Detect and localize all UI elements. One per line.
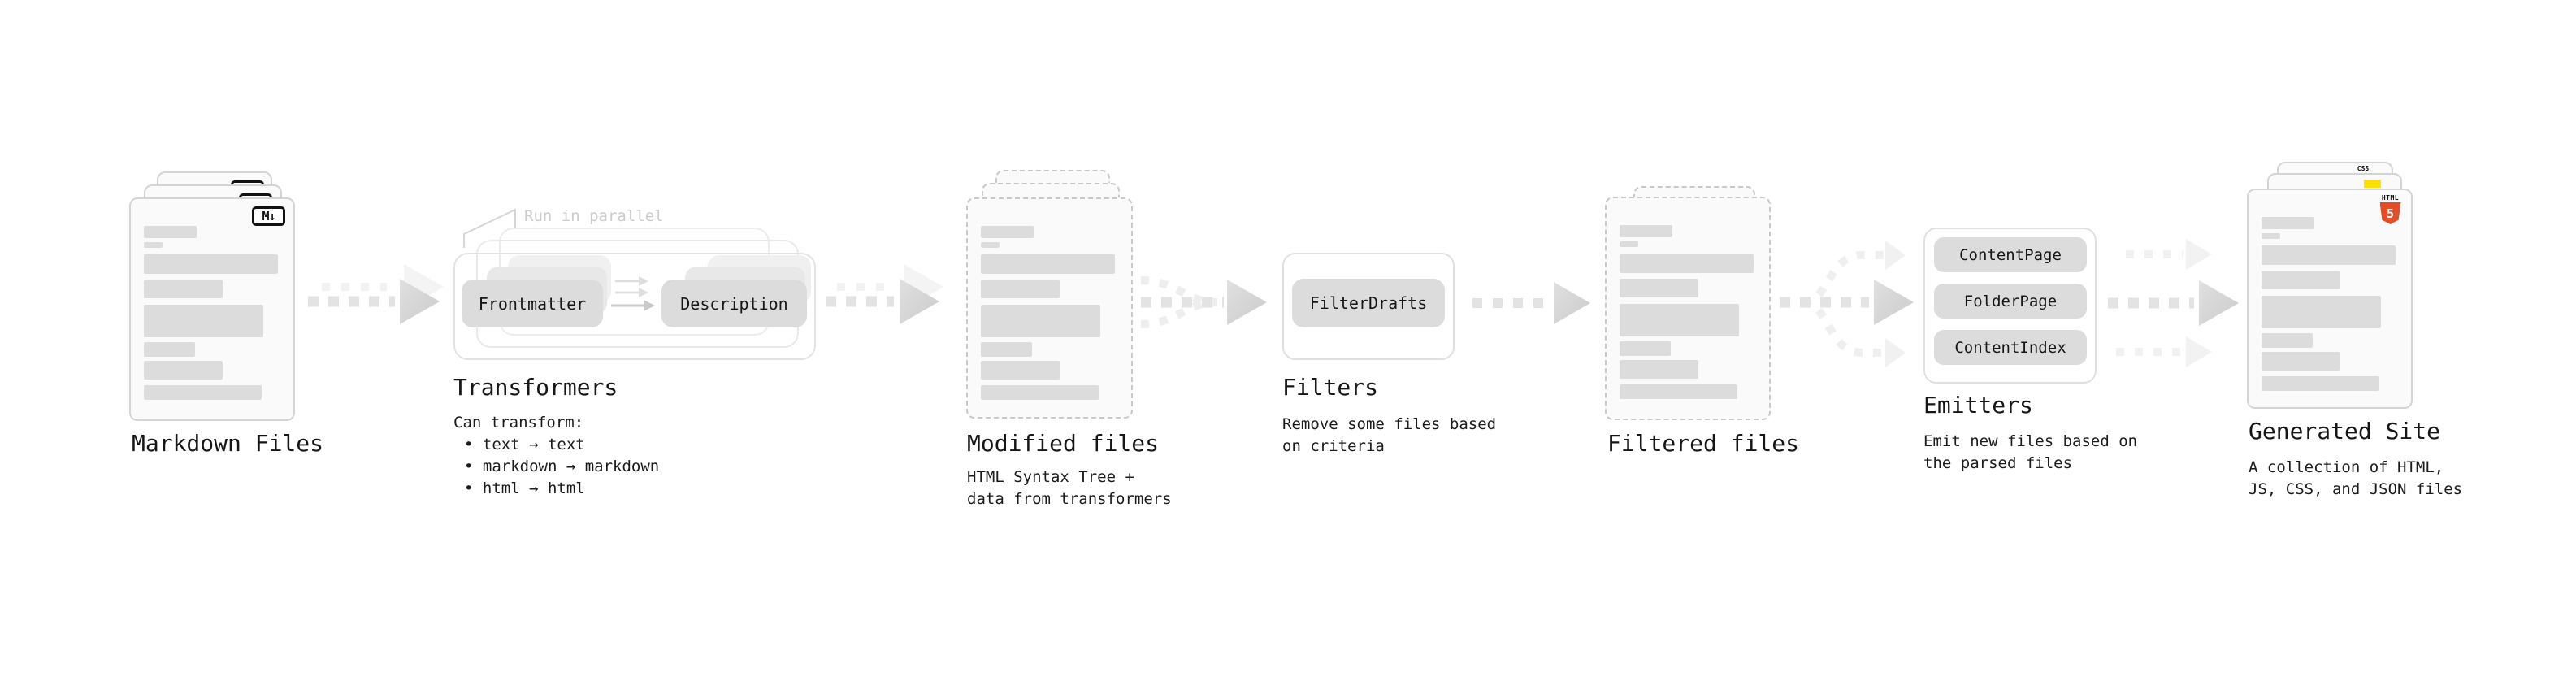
text-placeholder-bar: [981, 361, 1060, 380]
emitter-content-page-box: ContentPage: [1934, 237, 2087, 272]
arrow-modified-to-filters-merge: [1140, 276, 1267, 328]
site-file-card-front: HTML 5: [2247, 189, 2413, 409]
emitters-description: Emit new files based on the parsed files: [1923, 432, 2138, 472]
modified-file-card-front: [966, 197, 1133, 419]
text-placeholder-bar: [2262, 296, 2381, 328]
transformers-bullet-list: • text → text • markdown → markdown • html…: [453, 434, 659, 500]
run-in-parallel-annotation: Run in parallel: [524, 207, 664, 225]
text-placeholder-bar: [981, 226, 1034, 238]
generated-site-label: Generated Site: [2249, 418, 2441, 445]
transformer-capability-item: • text → text: [464, 436, 585, 453]
text-placeholder-bar: [144, 226, 197, 238]
markdown-icon: M↓: [252, 206, 285, 226]
transformer-capability-item: • html → html: [464, 479, 585, 497]
filtered-files-label: Filtered files: [1607, 430, 1800, 457]
modified-files-label: Modified files: [967, 430, 1160, 457]
emitters-heading: Emitters: [1923, 392, 2033, 419]
generated-site-description: A collection of HTML, JS, CSS, and JSON …: [2249, 458, 2463, 498]
arrow-transformers-to-modified: [826, 264, 943, 324]
js-file-icon: [2364, 180, 2381, 188]
text-placeholder-bar: [1620, 225, 1672, 237]
emitter-folder-page-box: FolderPage: [1934, 284, 2087, 319]
arrows-emitters-to-site: [2108, 239, 2239, 367]
text-placeholder-bar: [1620, 304, 1739, 336]
emitters-frame: [1923, 228, 2097, 384]
text-placeholder-bar: [2262, 217, 2314, 229]
markdown-file-card-front: M↓: [129, 197, 295, 421]
text-placeholder-bar: [144, 342, 195, 357]
text-placeholder-bar: [981, 342, 1032, 357]
text-placeholder-bar: [144, 254, 278, 274]
text-placeholder-bar: [1620, 384, 1737, 399]
text-placeholder-bar: [981, 254, 1115, 274]
transformers-description-title: Can transform:: [453, 414, 584, 432]
text-placeholder-bar: [981, 242, 1000, 248]
text-placeholder-bar: [1620, 279, 1698, 297]
text-placeholder-bar: [2262, 271, 2340, 289]
filtered-file-card-front: [1605, 197, 1771, 420]
text-placeholder-bar: [2262, 376, 2379, 391]
filter-drafts-box: FilterDrafts: [1292, 279, 1445, 327]
text-placeholder-bar: [1620, 254, 1754, 273]
filters-description: Remove some files based on criteria: [1282, 415, 1497, 455]
modified-files-description: HTML Syntax Tree + data from transformer…: [967, 468, 1172, 508]
text-placeholder-bar: [144, 280, 223, 298]
html5-icon: HTML 5: [2379, 194, 2401, 224]
text-placeholder-bar: [2262, 333, 2313, 348]
text-placeholder-bar: [1620, 360, 1698, 379]
transformer-frame-front: [453, 253, 816, 360]
transformers-heading: Transformers: [453, 374, 618, 401]
transformer-description-box: Description: [661, 280, 807, 327]
filters-frame: [1282, 253, 1455, 360]
emitter-content-index-box: ContentIndex: [1934, 330, 2087, 365]
markdown-files-label: Markdown Files: [132, 430, 324, 457]
text-placeholder-bar: [981, 305, 1100, 337]
text-placeholder-bar: [981, 385, 1099, 400]
arrow-markdown-to-transformers: [308, 264, 444, 324]
arrow-filters-to-filtered: [1472, 282, 1590, 324]
filters-heading: Filters: [1282, 374, 1379, 401]
text-placeholder-bar: [144, 385, 262, 400]
text-placeholder-bar: [2262, 245, 2396, 265]
text-placeholder-bar: [1620, 241, 1638, 247]
transformer-capability-item: • markdown → markdown: [464, 458, 660, 475]
text-placeholder-bar: [144, 242, 163, 248]
text-placeholder-bar: [981, 280, 1060, 298]
arrow-filtered-to-emitters-split: [1780, 241, 1914, 367]
text-placeholder-bar: [144, 305, 263, 337]
text-placeholder-bar: [2262, 352, 2340, 371]
text-placeholder-bar: [2262, 233, 2280, 239]
transformer-frontmatter-box: Frontmatter: [462, 280, 603, 327]
text-placeholder-bar: [1620, 341, 1671, 356]
text-placeholder-bar: [144, 361, 223, 380]
